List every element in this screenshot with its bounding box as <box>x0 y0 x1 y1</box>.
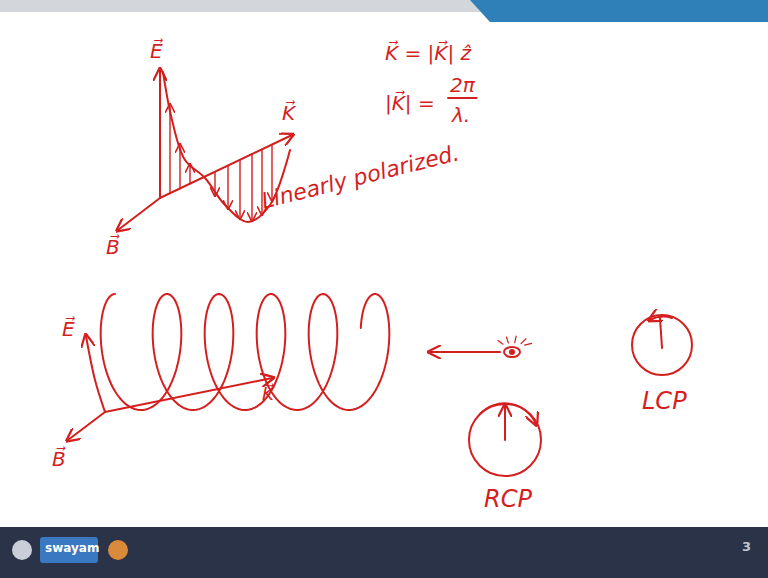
field-arrow <box>169 105 170 193</box>
rcp-vector <box>504 406 506 440</box>
equation: 2π <box>450 74 475 96</box>
b-axis <box>118 198 160 230</box>
helix <box>101 294 390 410</box>
field-arrow <box>189 165 190 184</box>
logo-icon <box>12 540 32 560</box>
field-label: K⃗ <box>262 384 274 404</box>
field-label: E⃗ <box>62 318 75 340</box>
top-accent <box>470 0 768 22</box>
lcp-circle <box>632 315 692 375</box>
equation: |K⃗| = <box>385 92 435 114</box>
field-label: K⃗ <box>282 102 295 124</box>
view-arrow <box>430 351 500 353</box>
eye-ray <box>498 341 503 345</box>
logo-icon <box>108 540 128 560</box>
b-axis <box>68 412 105 440</box>
polarization-label: RCP <box>484 486 532 512</box>
rcp-circle <box>469 404 541 476</box>
field-arrow <box>239 160 240 218</box>
fraction-bar <box>448 97 477 99</box>
field-label: E⃗ <box>150 40 163 62</box>
eye-ray <box>521 339 526 344</box>
lcp-vector <box>660 318 662 348</box>
field-label: B⃗ <box>52 448 66 470</box>
slide-number: 3 <box>742 540 751 554</box>
e-axis <box>159 70 161 198</box>
equation: λ. <box>452 104 470 126</box>
lcp-rotation <box>650 317 672 320</box>
eye-ray <box>515 336 517 343</box>
eye <box>504 347 520 357</box>
bottom-bar <box>0 527 768 578</box>
field-label: B⃗ <box>106 236 120 258</box>
field-arrow <box>251 154 252 220</box>
eye-pupil <box>510 350 514 354</box>
field-arrow <box>227 166 228 208</box>
field-arrow <box>214 172 215 195</box>
logo-text: swayam <box>45 542 99 555</box>
eye-ray <box>525 343 532 345</box>
field-arrow <box>179 145 180 188</box>
equation: K⃗ = |K⃗| ẑ <box>385 42 471 64</box>
rcp-rotation <box>480 403 536 424</box>
polarization-label: LCP <box>642 388 687 414</box>
eye-ray <box>506 337 508 343</box>
